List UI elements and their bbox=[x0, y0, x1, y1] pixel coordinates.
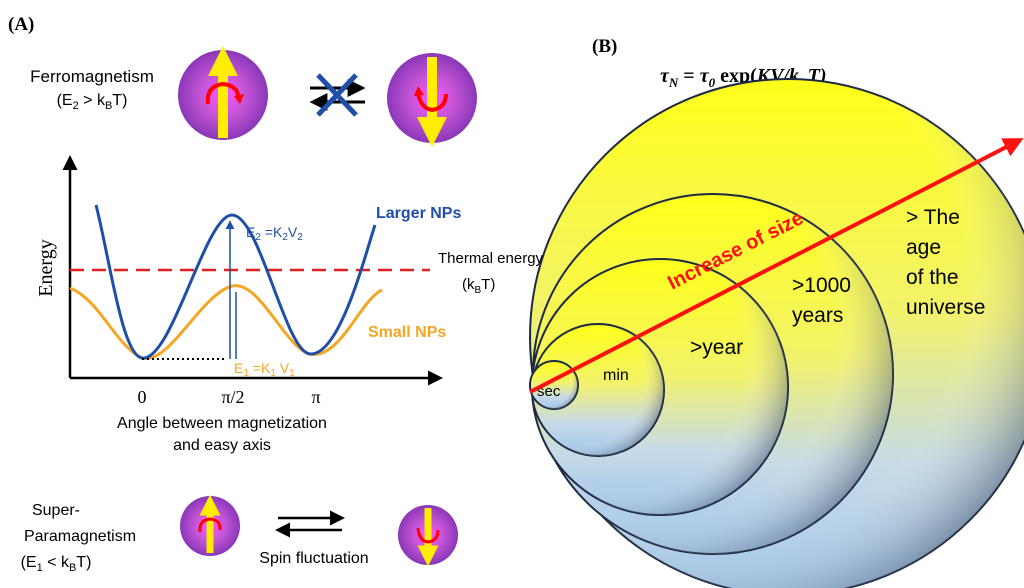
panel-b-label: (B) bbox=[592, 36, 617, 57]
super-title-line1: Super- bbox=[32, 502, 80, 519]
equilibrium-arrows-icon bbox=[275, 510, 345, 538]
panel-a-label: (A) bbox=[8, 14, 34, 35]
blocked-transition-icon bbox=[309, 73, 366, 117]
panel-b: (B) τN = τ0 exp(KV/kBT) sec min >year bbox=[529, 36, 1024, 588]
label-1000: >1000 bbox=[792, 274, 851, 297]
label-min: min bbox=[603, 367, 629, 384]
thermal-kbt-label: (kBT) bbox=[462, 276, 495, 296]
tick-label-pi: π bbox=[311, 387, 320, 407]
y-axis-label: Energy bbox=[35, 239, 57, 296]
label-of-the: of the bbox=[906, 266, 959, 289]
bubble-min bbox=[531, 323, 665, 457]
super-sphere-down bbox=[398, 505, 458, 567]
tick-label-pi2: π/2 bbox=[221, 387, 244, 407]
ferro-title: Ferromagnetism bbox=[30, 67, 154, 86]
label-universe: universe bbox=[906, 296, 985, 319]
rotation-arrow-icon bbox=[416, 527, 440, 544]
label-year: >year bbox=[690, 336, 743, 359]
ferro-condition: (E2 > kBT) bbox=[57, 92, 128, 112]
rotation-arrow-icon bbox=[416, 91, 448, 113]
rotation-arrow-icon bbox=[205, 81, 241, 105]
larger-nps-curve bbox=[94, 204, 377, 360]
larger-nps-label: Larger NPs bbox=[376, 205, 461, 222]
e2-label: E2 =K2V2 bbox=[246, 224, 303, 243]
rotation-arrow-icon bbox=[198, 517, 222, 533]
energy-plot: Energy E2 =K2V2 E1 =K1 V1 Larger NPs Sma… bbox=[35, 155, 544, 454]
super-sphere-up bbox=[180, 494, 240, 556]
small-nps-label: Small NPs bbox=[368, 324, 446, 341]
x-axis-label-line2: and easy axis bbox=[173, 437, 271, 454]
super-title-line2: Paramagnetism bbox=[24, 528, 136, 545]
label-the: > The bbox=[906, 206, 960, 229]
size-arrow bbox=[529, 138, 1024, 394]
thermal-energy-label: Thermal energy bbox=[438, 250, 544, 267]
label-years: years bbox=[792, 304, 843, 327]
tick-label-0: 0 bbox=[138, 387, 147, 407]
super-condition: (E1 < kBT) bbox=[21, 554, 92, 574]
ferro-sphere-down bbox=[387, 53, 477, 147]
x-axis-label-line1: Angle between magnetization bbox=[117, 415, 327, 432]
e1-label: E1 =K1 V1 bbox=[234, 360, 295, 379]
panel-a: (A) Ferromagnetism (E2 > kBT) bbox=[8, 14, 544, 574]
ferro-sphere-up bbox=[178, 46, 268, 140]
label-age: age bbox=[906, 236, 941, 259]
spin-fluctuation-label: Spin fluctuation bbox=[259, 550, 368, 567]
small-nps-curve bbox=[69, 284, 383, 360]
